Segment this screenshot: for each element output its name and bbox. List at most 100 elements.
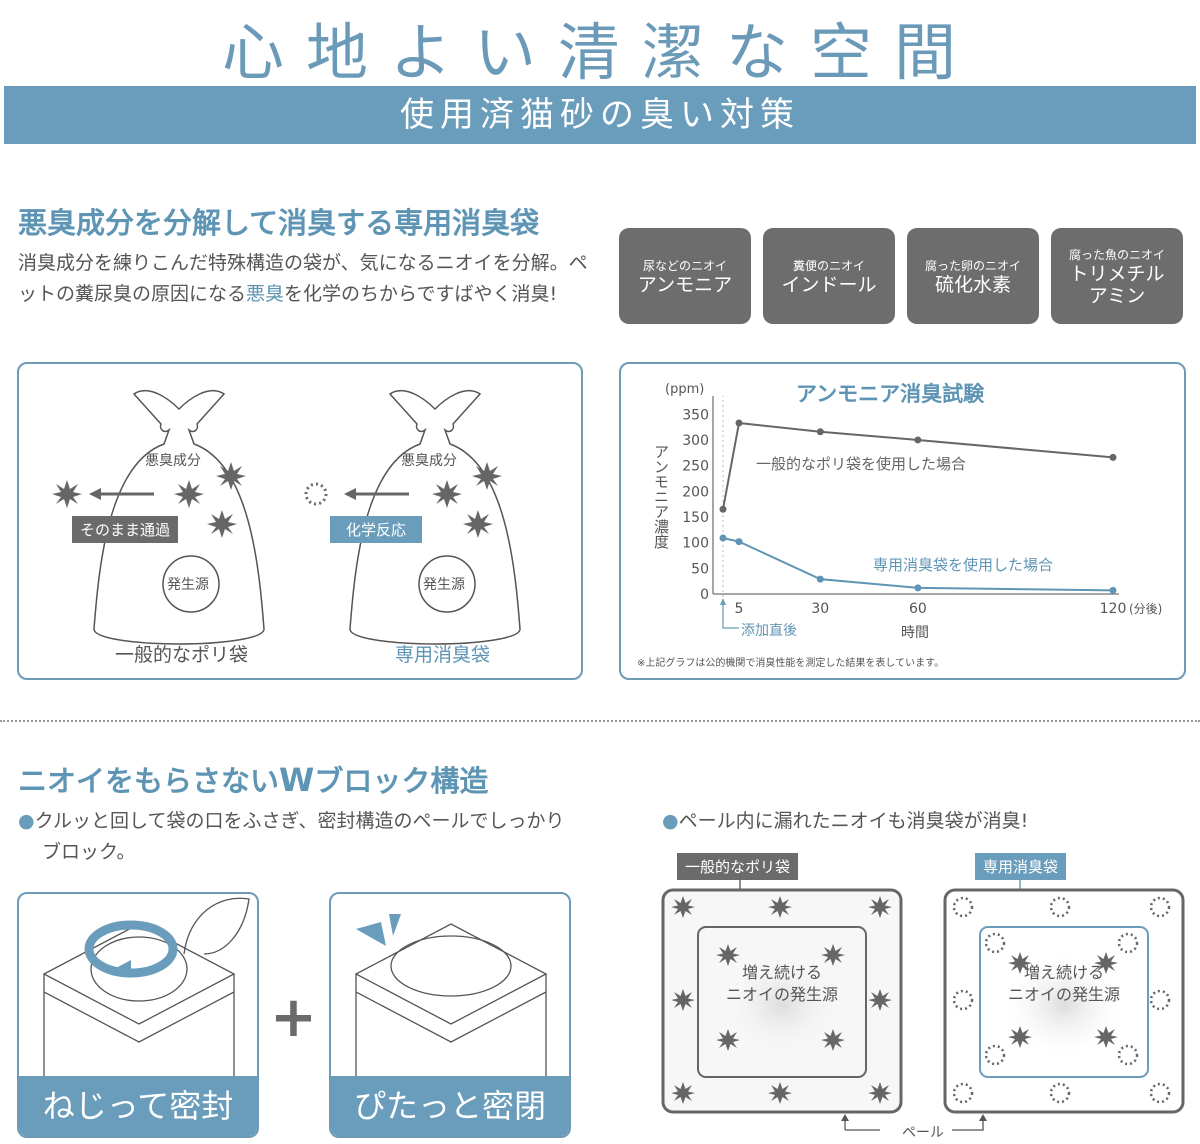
click-mark-icon	[356, 922, 386, 946]
divider	[0, 720, 1200, 722]
title-part: ニオイをもらさない	[18, 764, 280, 798]
odor-main: 硫化水素	[934, 273, 1011, 296]
title-part: ブロック構造	[314, 764, 489, 798]
chemical-reaction-label: 化学反応	[330, 516, 423, 543]
added-marker-arrow	[722, 600, 739, 629]
pail-source-right: 増え続けるニオイの発生源	[999, 962, 1129, 1006]
y-tick-label: 350	[682, 407, 709, 423]
source-line: 増え続ける	[1023, 963, 1104, 982]
odor-burst-icon	[463, 510, 493, 538]
odor-sub: 腐った卵のニオイ	[924, 258, 1021, 273]
y-tick-label: 250	[682, 459, 709, 475]
odor-burst-icon	[432, 480, 462, 508]
step1-caption: ねじって密封	[19, 1076, 257, 1136]
odor-card-tma: 腐った魚のニオイトリメチルアミン	[1051, 228, 1183, 324]
x-tick-label: 30	[811, 601, 829, 617]
odor-sub: 腐った魚のニオイ	[1068, 247, 1165, 262]
caption-dedicated-bag: 専用消臭袋	[395, 644, 491, 666]
section-banner: 使用済猫砂の臭い対策	[4, 86, 1196, 144]
y-tick-label: 0	[700, 587, 709, 603]
odor-label-right: 悪臭成分	[401, 453, 457, 469]
bullet-text: ペール内に漏れたニオイも消臭袋が消臭!	[678, 810, 1029, 832]
bullet-text: クルッと回して袋の口をふさぎ、密封構造のペールでしっかりブロック。	[34, 810, 565, 863]
data-point	[816, 575, 824, 583]
x-unit-label: (分後)	[1129, 602, 1162, 616]
source-line: ニオイの発生源	[1007, 985, 1120, 1004]
section2-title: ニオイをもらさないWブロック構造	[18, 758, 488, 800]
plus-icon: +	[270, 985, 317, 1050]
x-tick-label: 5	[735, 601, 744, 617]
bullet-1: ●クルッと回して袋の口をふさぎ、密封構造のペールでしっかりブロック。	[18, 806, 578, 868]
data-point	[914, 436, 922, 444]
step-card-close: ぴたっと密閉	[329, 892, 571, 1138]
caption-general-bag: 一般的なポリ袋	[115, 644, 249, 666]
bag-left-outline	[93, 389, 265, 645]
data-point	[719, 505, 727, 513]
source-line: 増え続ける	[741, 963, 822, 982]
bag-inner-dedicated	[979, 926, 1149, 1078]
odor-burst-icon	[52, 480, 82, 508]
section1-title: 悪臭成分を分解して消臭する専用消臭袋	[18, 206, 540, 240]
body-highlight: 悪臭	[246, 283, 285, 305]
hero-title: 心地よい清潔な空間	[221, 16, 978, 89]
bullet-2: ●ペール内に漏れたニオイも消臭袋が消臭!	[662, 806, 1028, 837]
odor-card-h2s: 腐った卵のニオイ硫化水素	[907, 228, 1039, 324]
y-tick-label: 150	[682, 510, 709, 526]
y-axis-label: アンモニア濃度	[652, 444, 670, 549]
source-line: ニオイの発生源	[725, 985, 838, 1004]
step2-caption: ぴたっと密閉	[331, 1076, 569, 1136]
source-label-right: 発生源	[423, 577, 465, 593]
step-card-twist: ねじって密封	[17, 892, 259, 1138]
odor-burst-icon	[174, 480, 204, 508]
body-text-end: を化学のちからですばやく消臭!	[284, 283, 558, 305]
bag-inner-general	[697, 926, 867, 1078]
pail-closed-illustration	[354, 914, 548, 1076]
x-axis-label: 時間	[901, 625, 929, 641]
bag-comparison-panel: 悪臭成分 悪臭成分 そのまま通過 化学反応 発生源 発生源 一般的なポリ袋 専用…	[17, 362, 583, 680]
data-point	[735, 419, 743, 427]
series-label: 専用消臭袋を使用した場合	[873, 556, 1053, 574]
data-point	[719, 534, 727, 542]
bullet-dot-icon: ●	[662, 810, 679, 832]
odor-card-indole: 糞便のニオイインドール	[763, 228, 895, 324]
pail-label-general: 一般的なポリ袋	[677, 853, 799, 880]
y-tick-label: 200	[682, 484, 709, 500]
odor-burst-icon	[472, 462, 502, 490]
body-text: 消臭成分を練りこんだ特殊構造の袋が、気になるニオイを分解。ペットの糞尿臭の原因に…	[18, 252, 588, 305]
odor-main: アンモニア	[637, 273, 733, 296]
pail-label-dedicated: 専用消臭袋	[975, 853, 1067, 880]
pass-through-label: そのまま通過	[72, 516, 179, 543]
bag-illustrations	[52, 389, 521, 645]
click-mark-icon	[389, 914, 401, 936]
section1-body: 消臭成分を練りこんだ特殊構造の袋が、気になるニオイを分解。ペットの糞尿臭の原因に…	[18, 248, 588, 310]
odor-burst-icon	[216, 462, 246, 490]
y-tick-label: 50	[691, 561, 709, 577]
odor-main: インドール	[781, 273, 877, 296]
data-point	[1109, 453, 1117, 461]
pail-caption: ペール	[898, 1122, 948, 1142]
x-tick-label: 120	[1100, 601, 1127, 617]
data-point	[735, 538, 743, 546]
data-point	[914, 584, 922, 592]
odor-burst-icon	[207, 510, 237, 538]
data-point	[816, 428, 824, 436]
added-arrow-icon	[720, 598, 726, 605]
odor-card-ammonia: 尿などのニオイアンモニア	[619, 228, 751, 324]
pail-diagrams	[661, 877, 1185, 1131]
neutralized-odor-icon	[304, 482, 328, 506]
series-label: 一般的なポリ袋を使用した場合	[756, 455, 966, 473]
pail-source-left: 増え続けるニオイの発生源	[717, 962, 847, 1006]
data-point	[1109, 586, 1117, 594]
odor-label-left: 悪臭成分	[145, 453, 201, 469]
chart-title: アンモニア消臭試験	[796, 382, 985, 406]
x-tick-label: 60	[909, 601, 927, 617]
odor-sub: 尿などのニオイ	[642, 258, 727, 273]
bag-right-outline	[349, 389, 521, 645]
bullet-dot-icon: ●	[18, 810, 35, 832]
odor-sub: 糞便のニオイ	[792, 258, 865, 273]
y-tick-label: 100	[682, 536, 709, 552]
added-label: 添加直後	[741, 623, 797, 639]
odor-main: トリメチルアミン	[1069, 262, 1165, 307]
